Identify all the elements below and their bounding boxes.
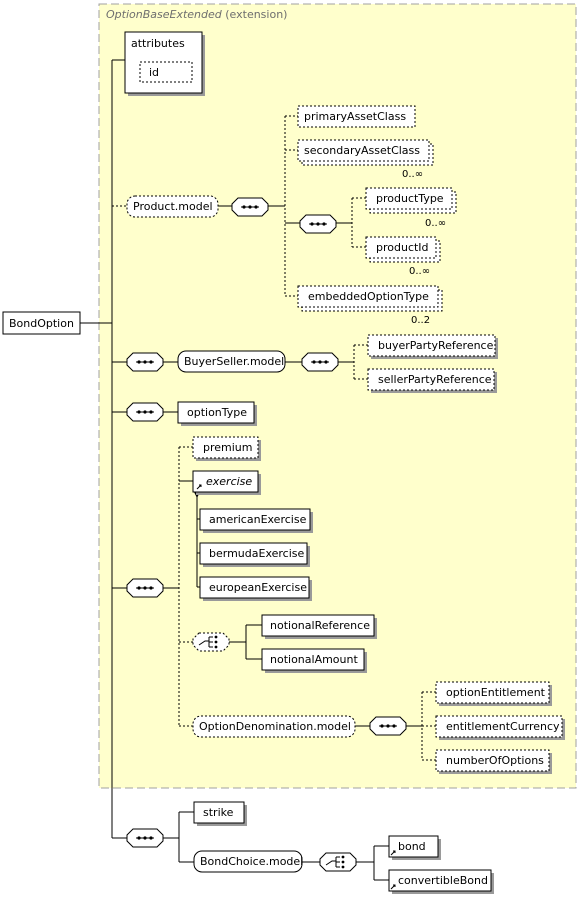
bondoption-root-node[interactable]: BondOption bbox=[2, 311, 81, 335]
notional-reference-label: notionalReference bbox=[270, 619, 370, 632]
product-type-node[interactable]: productType 0..∞ bbox=[365, 187, 457, 229]
attributes-label: attributes bbox=[131, 37, 185, 50]
bondchoice-model-group[interactable]: BondChoice.model bbox=[193, 850, 303, 873]
convertible-bond-node[interactable]: convertibleBond bbox=[388, 869, 494, 894]
seller-party-reference-node[interactable]: sellerPartyReference bbox=[367, 368, 497, 393]
optiontype-sequence-compositor bbox=[126, 402, 164, 422]
embedded-option-type-node[interactable]: embeddedOptionType 0..2 bbox=[297, 285, 443, 326]
attribute-id-label: id bbox=[149, 66, 159, 79]
exercise-label: exercise bbox=[206, 475, 252, 488]
number-of-options-label: numberOfOptions bbox=[446, 754, 544, 767]
buyerseller-inner-compositor bbox=[301, 352, 339, 372]
secondary-asset-class-label: secondaryAssetClass bbox=[304, 144, 420, 157]
embedded-option-type-cardinality: 0..2 bbox=[411, 315, 430, 326]
reference-marker-icon bbox=[390, 850, 396, 856]
buyer-party-reference-node[interactable]: buyerPartyReference bbox=[367, 334, 498, 359]
abstract-marker-icon bbox=[196, 484, 202, 490]
notional-choice-compositor bbox=[192, 632, 230, 652]
option-type-label: optionType bbox=[187, 406, 247, 419]
notional-reference-node[interactable]: notionalReference bbox=[261, 614, 377, 639]
product-type-cardinality: 0..∞ bbox=[425, 218, 446, 229]
product-type-label: productType bbox=[376, 192, 444, 205]
product-sequence-compositor bbox=[231, 197, 269, 217]
bond-label: bond bbox=[398, 840, 426, 853]
option-denomination-model-group[interactable]: OptionDenomination.model bbox=[192, 715, 356, 738]
premium-label: premium bbox=[203, 441, 253, 454]
product-inner-sequence-compositor bbox=[299, 214, 337, 234]
denomination-sequence-compositor bbox=[369, 716, 407, 736]
primary-asset-class-node[interactable]: primaryAssetClass bbox=[297, 105, 416, 128]
exercise-node[interactable]: exercise bbox=[192, 470, 261, 495]
option-entitlement-node[interactable]: optionEntitlement bbox=[435, 681, 552, 706]
secondary-asset-class-cardinality: 0..∞ bbox=[402, 169, 423, 180]
bermuda-exercise-label: bermudaExercise bbox=[209, 547, 304, 560]
buyerseller-model-group[interactable]: BuyerSeller.model bbox=[177, 350, 286, 373]
option-denomination-model-label: OptionDenomination.model bbox=[199, 720, 351, 733]
notional-amount-label: notionalAmount bbox=[270, 653, 358, 666]
option-type-node[interactable]: optionType bbox=[177, 401, 257, 426]
bermuda-exercise-node[interactable]: bermudaExercise bbox=[199, 542, 310, 567]
bond-choice-compositor bbox=[319, 852, 357, 872]
entitlement-currency-node[interactable]: entitlementCurrency bbox=[435, 715, 565, 740]
bondchoice-model-label: BondChoice.model bbox=[200, 855, 303, 868]
premium-node[interactable]: premium bbox=[192, 436, 261, 461]
buyerseller-sequence-compositor bbox=[126, 352, 164, 372]
product-id-node[interactable]: productId 0..∞ bbox=[365, 236, 441, 277]
extension-title: OptionBaseExtended (extension) bbox=[106, 8, 287, 21]
bondoption-label: BondOption bbox=[9, 317, 74, 330]
option-entitlement-label: optionEntitlement bbox=[446, 686, 546, 699]
exercise-sequence-compositor bbox=[126, 578, 164, 598]
buyerseller-model-label: BuyerSeller.model bbox=[184, 355, 284, 368]
product-id-cardinality: 0..∞ bbox=[409, 266, 430, 277]
bond-node[interactable]: bond bbox=[388, 835, 441, 860]
primary-asset-class-label: primaryAssetClass bbox=[304, 110, 406, 123]
buyer-party-reference-label: buyerPartyReference bbox=[378, 339, 494, 352]
number-of-options-node[interactable]: numberOfOptions bbox=[435, 749, 552, 774]
secondary-asset-class-node[interactable]: secondaryAssetClass 0..∞ bbox=[297, 139, 434, 180]
entitlement-currency-label: entitlementCurrency bbox=[446, 720, 560, 733]
product-model-label: Product.model bbox=[133, 200, 213, 213]
european-exercise-node[interactable]: europeanExercise bbox=[199, 576, 312, 601]
attributes-node[interactable]: attributes id bbox=[124, 31, 205, 96]
product-id-label: productId bbox=[376, 241, 429, 254]
american-exercise-node[interactable]: americanExercise bbox=[199, 508, 313, 533]
product-model-group[interactable]: Product.model bbox=[126, 195, 219, 218]
notional-amount-node[interactable]: notionalAmount bbox=[261, 648, 367, 673]
embedded-option-type-label: embeddedOptionType bbox=[308, 290, 429, 303]
strike-label: strike bbox=[203, 806, 234, 819]
european-exercise-label: europeanExercise bbox=[209, 581, 307, 594]
strike-node[interactable]: strike bbox=[193, 801, 247, 826]
seller-party-reference-label: sellerPartyReference bbox=[378, 373, 492, 386]
american-exercise-label: americanExercise bbox=[209, 513, 307, 526]
convertible-bond-label: convertibleBond bbox=[398, 874, 488, 887]
strike-sequence-compositor bbox=[126, 828, 164, 848]
reference-marker-icon bbox=[390, 884, 396, 890]
